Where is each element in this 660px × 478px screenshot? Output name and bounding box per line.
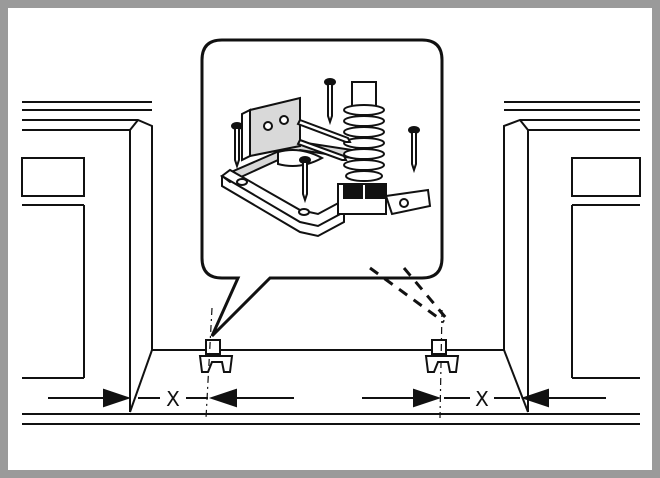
- right-cabinet: [503, 101, 641, 412]
- arrow-icon: [362, 388, 606, 408]
- left-cabinet: [21, 101, 153, 412]
- arrow-icon: [48, 388, 294, 408]
- dimension-label-right: X: [475, 387, 489, 411]
- callout-dash-lines: [369, 266, 448, 324]
- center-line: [205, 307, 443, 419]
- anchor-clip-icon: [424, 339, 460, 373]
- diagonal-screws: [296, 118, 352, 161]
- screw-icon: [231, 78, 420, 204]
- threaded-spring: [343, 81, 385, 182]
- dimension-label-left: X: [166, 387, 180, 411]
